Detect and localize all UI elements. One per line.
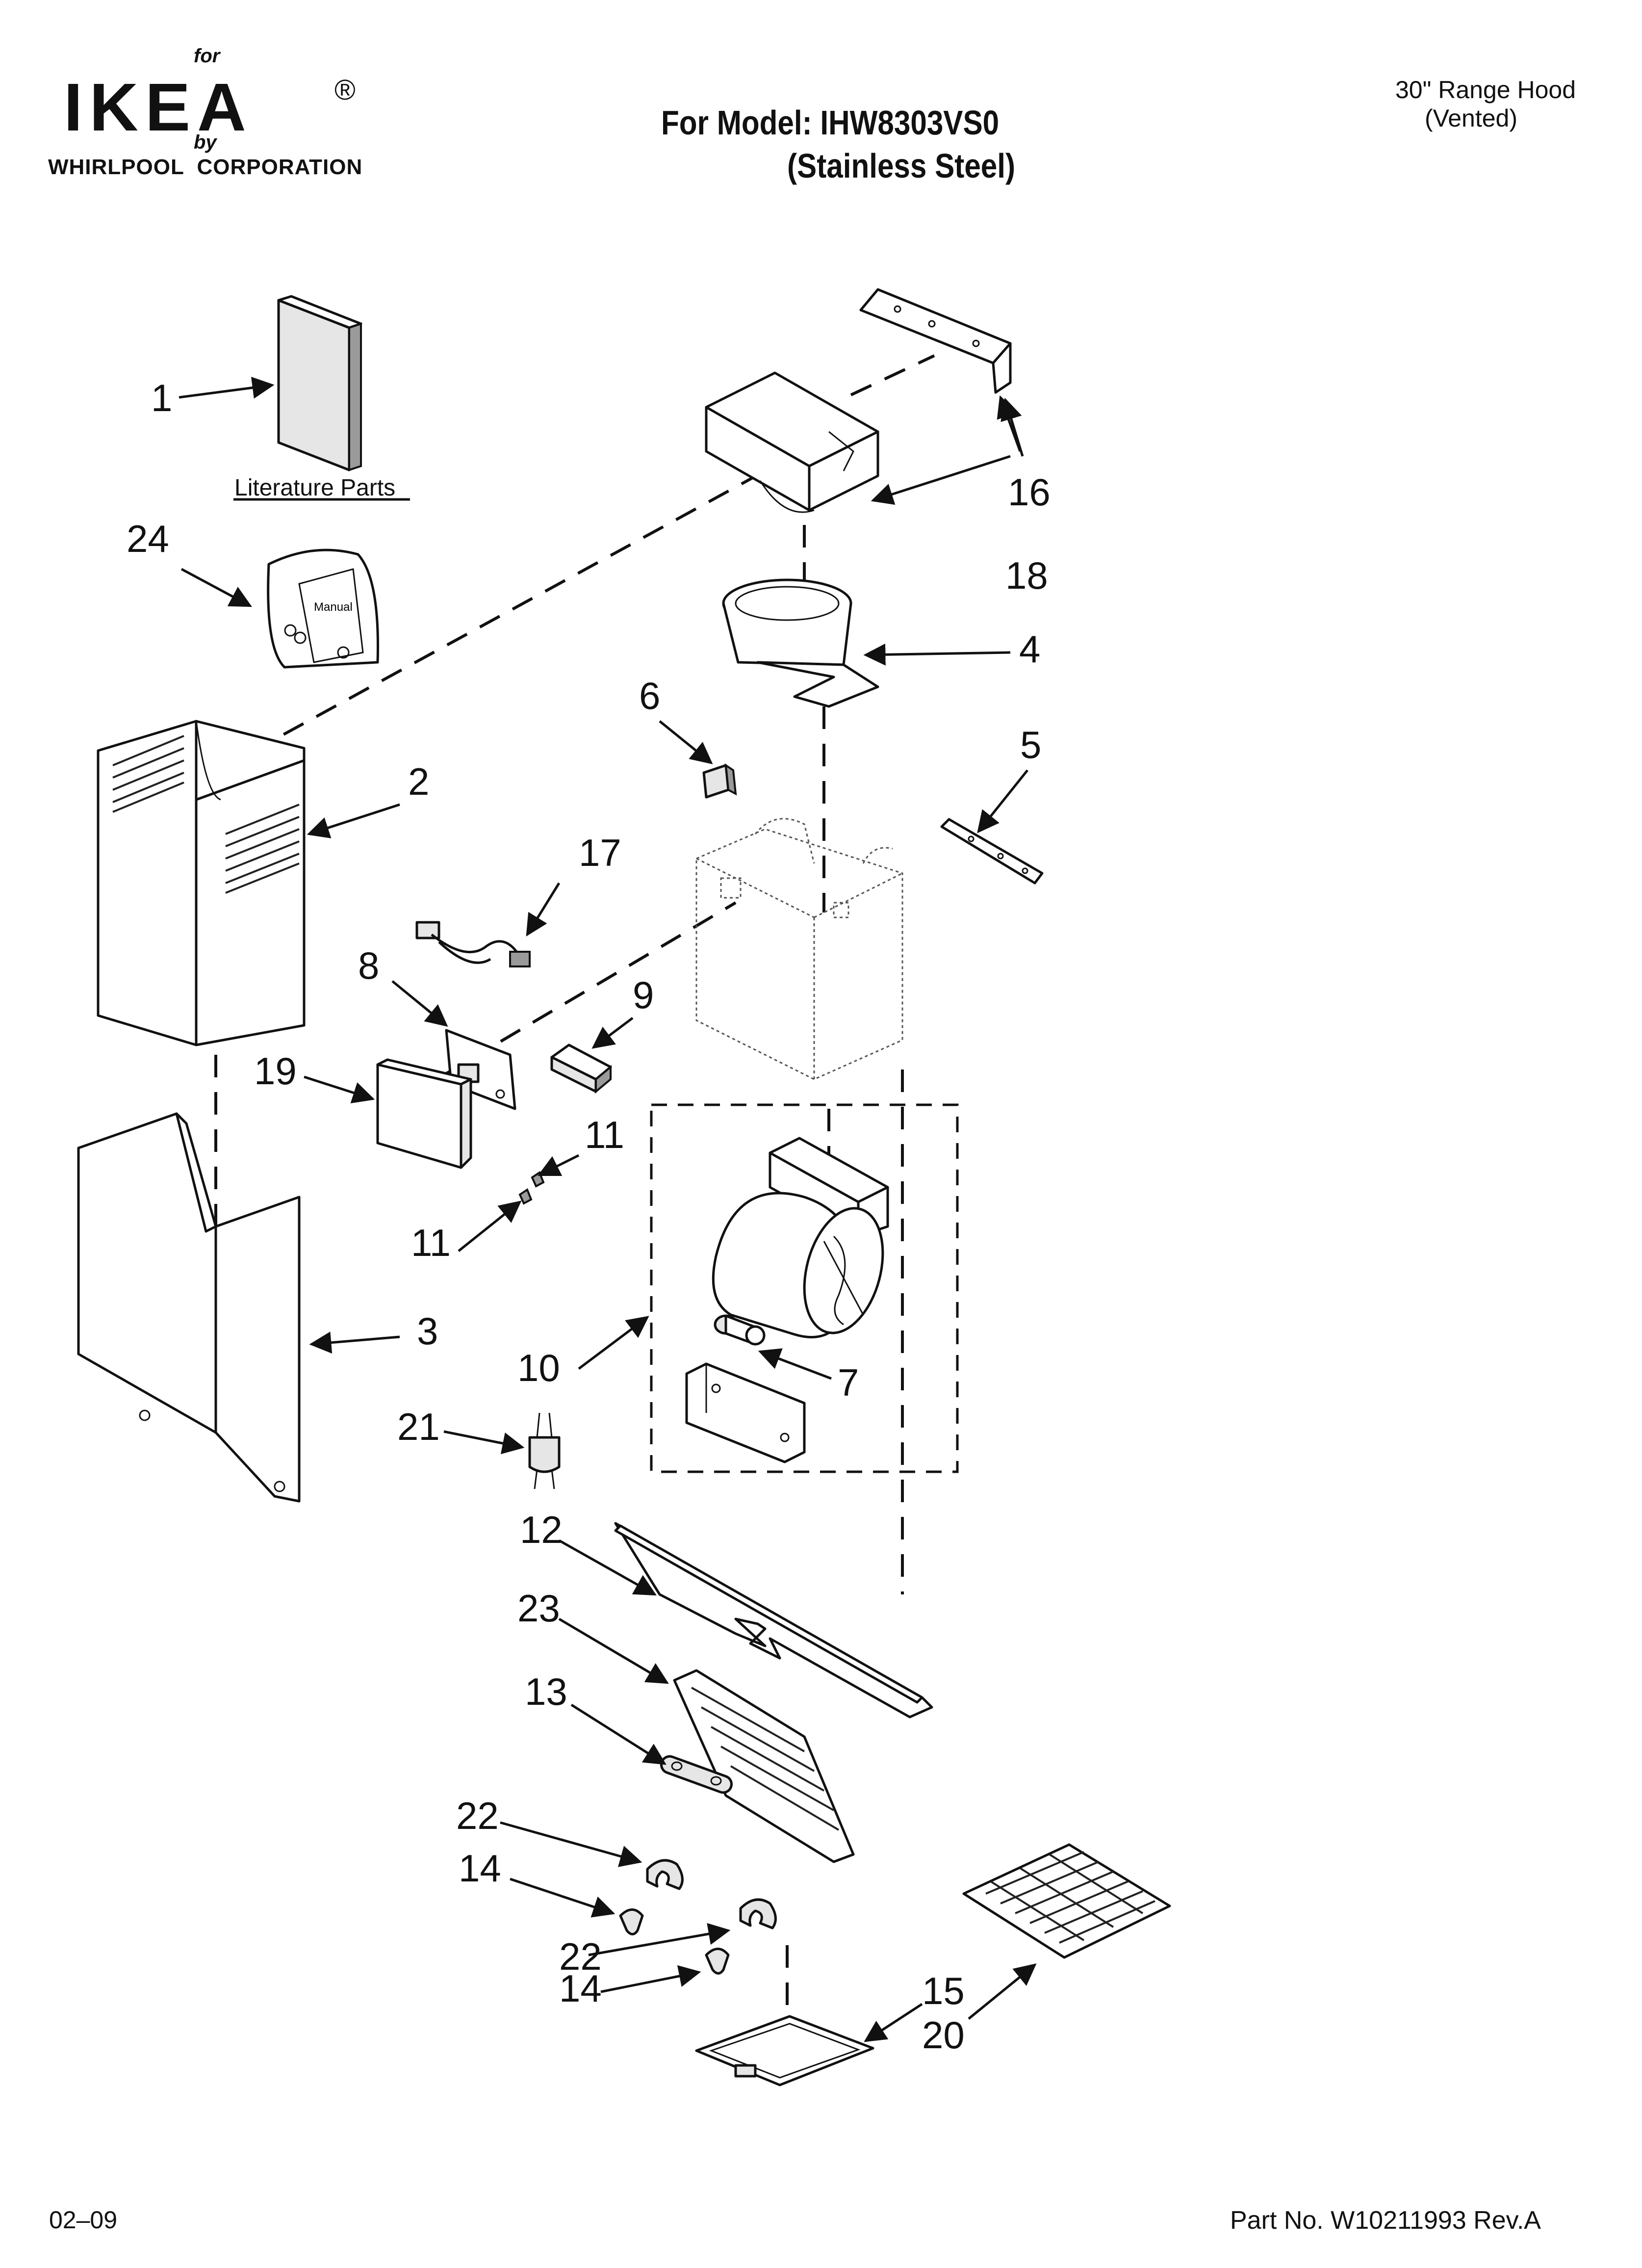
part-14-bulb-b [705, 1948, 730, 1975]
part-1-literature-book [277, 295, 362, 471]
callout-10: 10 [517, 1346, 560, 1389]
part-11-clips [518, 1171, 545, 1205]
part-17-wire-harness [415, 921, 531, 967]
part-4-duct-transition [722, 578, 879, 708]
callout-4: 4 [1019, 627, 1040, 671]
part-23-grille-panel [673, 1669, 855, 1863]
callout-16: 16 [1008, 470, 1051, 514]
part-24-manual-bag: Manual [267, 548, 379, 669]
callout-22-lower: 22 [559, 1935, 602, 1978]
callout-numbers: 1 24 2 3 4 5 6 7 8 9 10 11 11 12 13 14 1… [127, 376, 1051, 2057]
part-15-filter [695, 2015, 874, 2086]
brand-for-text: for [194, 45, 220, 67]
footer-part-number: Part No. W10211993 Rev.A [1230, 2206, 1541, 2235]
part-2-upper-duct-cover [97, 720, 306, 1046]
brand-by-text: by [194, 131, 217, 153]
callout-20: 20 [922, 2013, 965, 2057]
part-14-bulb-a [619, 1908, 644, 1935]
footer-date: 02–09 [49, 2206, 118, 2234]
ikea-logo: IKEA [64, 70, 253, 145]
callout-3: 3 [417, 1309, 438, 1353]
callout-5: 5 [1020, 723, 1041, 766]
leader-arrows [179, 376, 1037, 2042]
chassis-frame-ghost [695, 818, 903, 1080]
part-10-blower-assembly [712, 1137, 889, 1339]
part-6-clip [702, 763, 737, 799]
manual-label: Manual [314, 600, 353, 614]
model-number: For Model: IHW8303VS0 [661, 104, 1000, 142]
callout-18: 18 [1005, 554, 1048, 597]
part-12-top-panel [614, 1522, 933, 1719]
part-18-duct-housing [705, 371, 879, 513]
part-21-capacitor [528, 1412, 561, 1489]
product-type: 30" Range Hood [1395, 76, 1576, 104]
part-22-lamp-socket-b [739, 1898, 777, 1929]
callout-11-lower: 11 [411, 1221, 451, 1264]
callout-7: 7 [838, 1361, 859, 1404]
part-9-relay [550, 1043, 612, 1094]
callout-2: 2 [408, 760, 429, 803]
callout-11-upper: 11 [585, 1113, 624, 1156]
callout-21: 21 [397, 1405, 440, 1448]
callout-6: 6 [639, 674, 660, 717]
callout-12: 12 [520, 1508, 563, 1551]
callout-14-lower: 14 [559, 1967, 602, 2010]
callout-1: 1 [151, 376, 172, 419]
callout-15: 15 [922, 1969, 965, 2012]
literature-parts-label: Literature Parts [234, 475, 395, 501]
callout-19: 19 [254, 1049, 297, 1093]
model-variant: (Stainless Steel) [787, 147, 1016, 185]
part-20-grease-filter [962, 1843, 1171, 1959]
part-16-mounting-bracket [859, 288, 1012, 394]
callout-13: 13 [525, 1670, 567, 1713]
callout-22-upper: 22 [456, 1794, 499, 1837]
callout-24: 24 [127, 517, 169, 560]
part-3-lower-duct-cover [77, 1112, 301, 1503]
product-subtype: (Vented) [1425, 104, 1518, 132]
callout-9: 9 [633, 973, 654, 1017]
part-22-lamp-socket-a [646, 1859, 684, 1890]
brand-corporation: WHIRLPOOL CORPORATION [48, 155, 363, 179]
part-7-capacitor [714, 1314, 766, 1346]
motor-bracket [685, 1362, 806, 1463]
callout-14-upper: 14 [459, 1847, 501, 1890]
registered-mark: ® [334, 74, 356, 106]
part-5-filter-rail [940, 818, 1044, 885]
callout-23: 23 [517, 1587, 560, 1630]
callout-17: 17 [579, 831, 621, 874]
callout-8: 8 [358, 944, 379, 987]
part-19-control-cover [376, 1058, 472, 1169]
